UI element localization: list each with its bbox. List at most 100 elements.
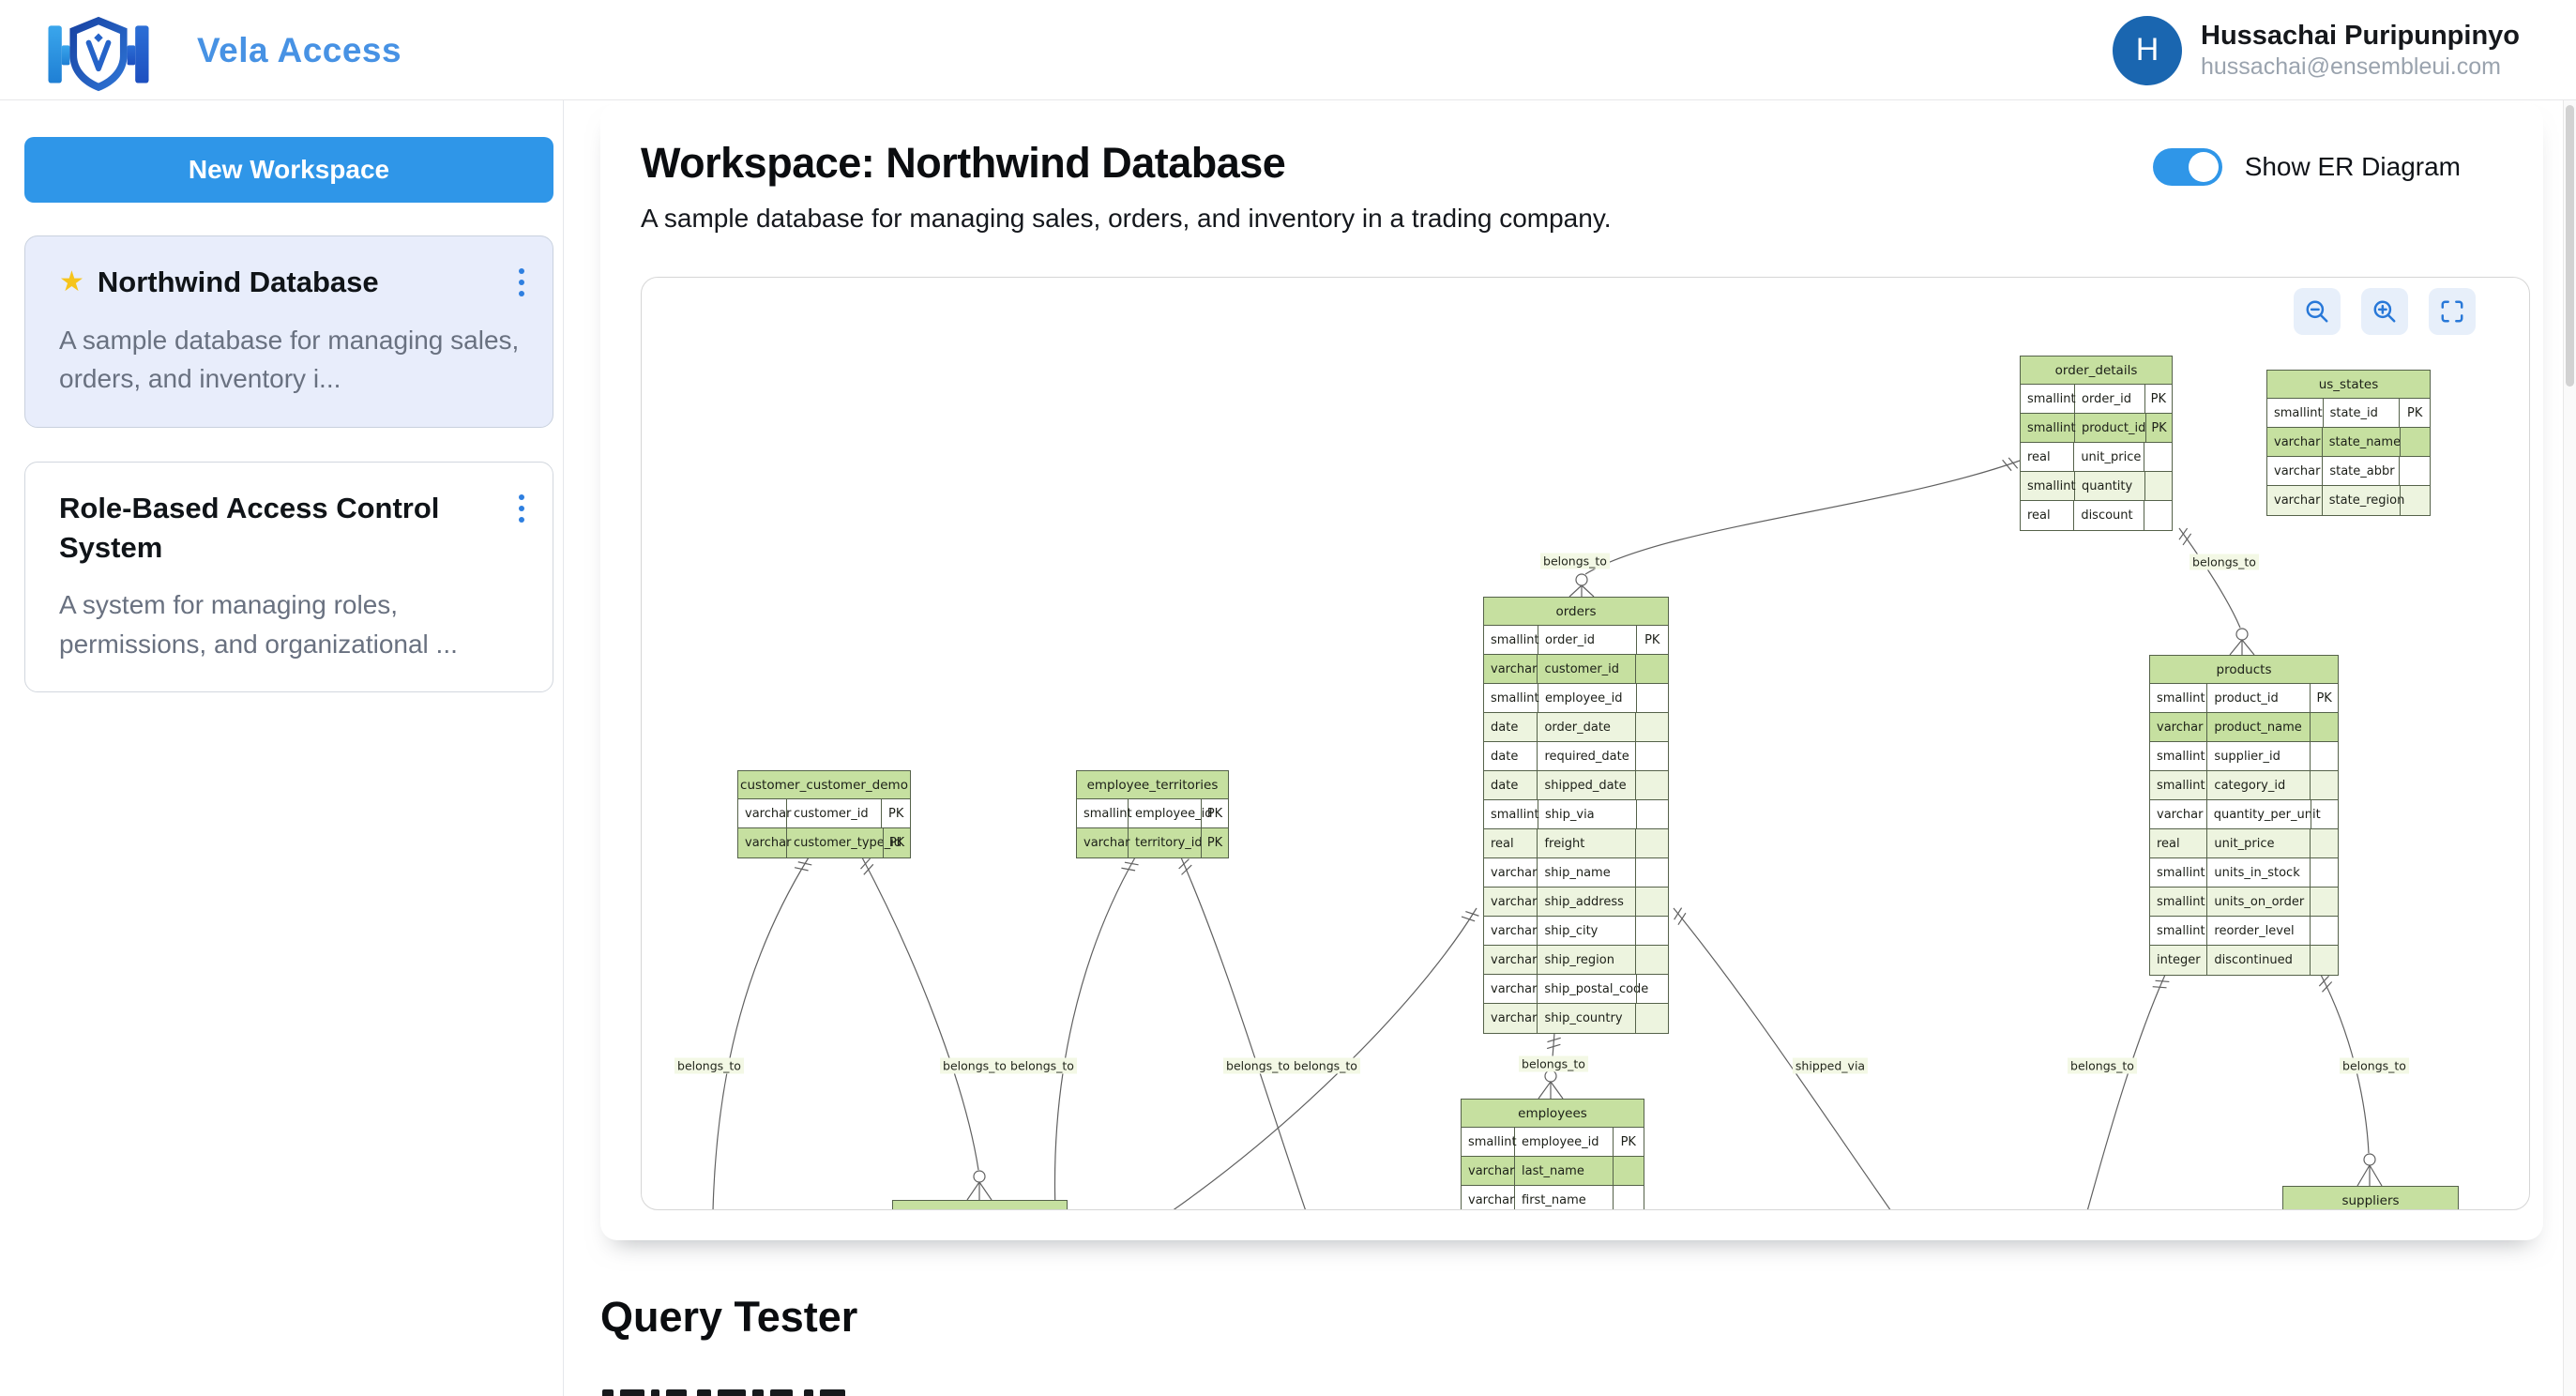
zoom-out-button[interactable] (2294, 288, 2341, 335)
user-menu[interactable]: H Hussachai Puripunpinyo hussachai@ensem… (2113, 0, 2520, 100)
workspace-list: ★ Northwind Database A sample database for… (24, 235, 553, 693)
avatar[interactable]: H (2113, 15, 2182, 85)
relationship-label: belongs_to (1519, 1055, 1588, 1072)
er-table-title: order_details (2021, 357, 2172, 385)
query-tester-title: Query Tester (600, 1293, 858, 1341)
top-bar: Vela Access H Hussachai Puripunpinyo hus… (0, 0, 2576, 100)
fullscreen-button[interactable] (2429, 288, 2476, 335)
workspace-panel: Workspace: Northwind Database A sample d… (600, 103, 2543, 1240)
relationship-label: belongs_to (2190, 554, 2259, 570)
star-icon: ★ (59, 266, 84, 297)
more-options-icon[interactable] (515, 265, 528, 300)
page-subtitle: A sample database for managing sales, or… (641, 204, 1612, 233)
app-name: Vela Access (197, 31, 402, 69)
vela-access-logo-icon (44, 13, 153, 94)
er-table-title: products (2150, 656, 2338, 684)
er-table-title: customer_customer_demo (738, 771, 910, 799)
relationship-label: belongs_to (1540, 553, 1610, 569)
user-name: Hussachai Puripunpinyo (2201, 20, 2520, 51)
more-options-icon[interactable] (515, 491, 528, 526)
page-scrollbar[interactable] (2563, 100, 2576, 1396)
main-content: Workspace: Northwind Database A sample d… (564, 100, 2563, 1396)
workspace-card-description: A system for managing roles, permissions… (59, 590, 458, 659)
toggle-label: Show ER Diagram (2244, 152, 2461, 181)
scrollbar-thumb[interactable] (2566, 105, 2574, 387)
sidebar: New Workspace ★ Northwind Database A sampl… (0, 100, 564, 1396)
er-table-title: employee_territories (1077, 771, 1228, 799)
workspace-card-1[interactable]: ★ Northwind Database A sample database for… (24, 235, 553, 428)
workspace-card-title: Northwind Database (97, 266, 379, 298)
relationship-label: belongs_to (2340, 1057, 2409, 1074)
er-table-title: employees (1462, 1100, 1644, 1128)
workspace-card-2[interactable]: Role-Based Access Control System A system… (24, 461, 553, 693)
zoom-in-button[interactable] (2361, 288, 2408, 335)
er-table-title: us_states (2267, 371, 2430, 399)
relationship-label: belongs_to (940, 1057, 1009, 1074)
workspace-card-title: Role-Based Access Control System (59, 491, 440, 564)
fullscreen-icon (2441, 300, 2463, 323)
er-table-clipped[interactable] (892, 1200, 1068, 1209)
zoom-out-icon (2306, 300, 2328, 323)
user-email: hussachai@ensembleui.com (2201, 53, 2501, 80)
relationship-label: belongs_to (2068, 1057, 2137, 1074)
workspace-card-description: A sample database for managing sales, or… (59, 325, 520, 394)
show-er-diagram-toggle[interactable] (2152, 148, 2222, 186)
relationship-label: belongs_to (674, 1057, 744, 1074)
er-table-title: orders (1484, 598, 1668, 626)
relationship-label: belongs_to (1008, 1057, 1077, 1074)
er-relationship-lines (712, 457, 2383, 1209)
relationship-label: belongs_to (1223, 1057, 1293, 1074)
er-table-suppliers[interactable]: suppliers (2282, 1186, 2459, 1209)
clipped-text-sliver (602, 1389, 884, 1396)
er-table-title (893, 1201, 1067, 1209)
relationship-label: shipped_via (1792, 1057, 1869, 1074)
new-workspace-button[interactable]: New Workspace (24, 137, 553, 203)
zoom-in-icon (2373, 300, 2396, 323)
